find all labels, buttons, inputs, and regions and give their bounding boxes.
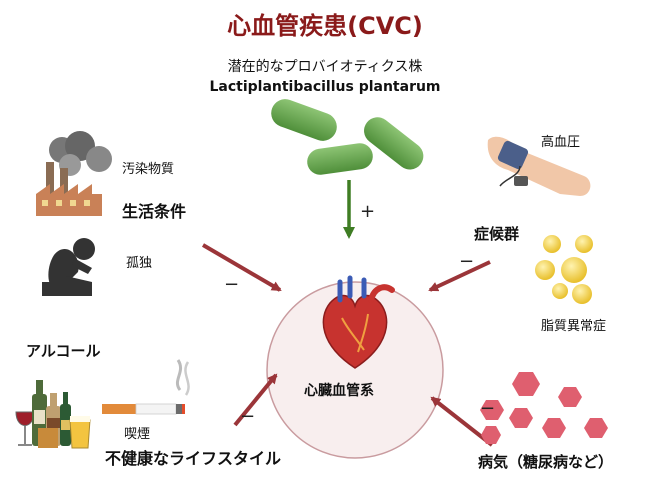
alcohol-bottles-icon — [15, 380, 91, 449]
probiotic-species: Lactiplantibacillus plantarum — [209, 79, 441, 95]
factor-living-conditions: 生活条件 — [122, 202, 187, 221]
sad-person-icon — [42, 238, 95, 296]
negative-sign-living: − — [224, 274, 240, 295]
factor-isolation: 孤独 — [126, 256, 153, 271]
negative-sign-disease: − — [480, 398, 496, 419]
probiotic-label: 潜在的なプロバイオティクス株 — [227, 59, 423, 75]
factor-disease: 病気（糖尿病など） — [478, 453, 614, 471]
cardiovascular-system-label: 心臓血管系 — [304, 383, 374, 399]
negative-sign-lifestyle: − — [240, 406, 256, 427]
factor-syndrome: 症候群 — [474, 225, 520, 243]
cigarette-icon — [102, 359, 190, 415]
bacteria-icon — [271, 99, 424, 175]
factor-smoking: 喫煙 — [124, 427, 151, 442]
diagram-title: 心血管疾患(CVC) — [227, 12, 423, 40]
lipid-droplets-icon — [535, 235, 593, 304]
disease-cells-icon — [480, 372, 608, 444]
cardiovascular-system-circle — [266, 281, 444, 459]
heart-icon — [322, 275, 395, 369]
factor-unhealthy-lifestyle: 不健康なライフスタイル — [105, 449, 282, 468]
factory-icon — [36, 131, 112, 216]
factor-pollutants: 汚染物質 — [122, 162, 175, 177]
negative-sign-syndrome: − — [459, 251, 475, 272]
positive-sign: + — [360, 201, 376, 222]
blood-pressure-arm-icon — [487, 136, 591, 196]
factor-dyslipidemia: 脂質異常症 — [541, 319, 607, 334]
factor-hypertension: 高血圧 — [541, 135, 581, 150]
factor-alcohol: アルコール — [26, 342, 101, 360]
negative-arrows — [201, 243, 494, 447]
